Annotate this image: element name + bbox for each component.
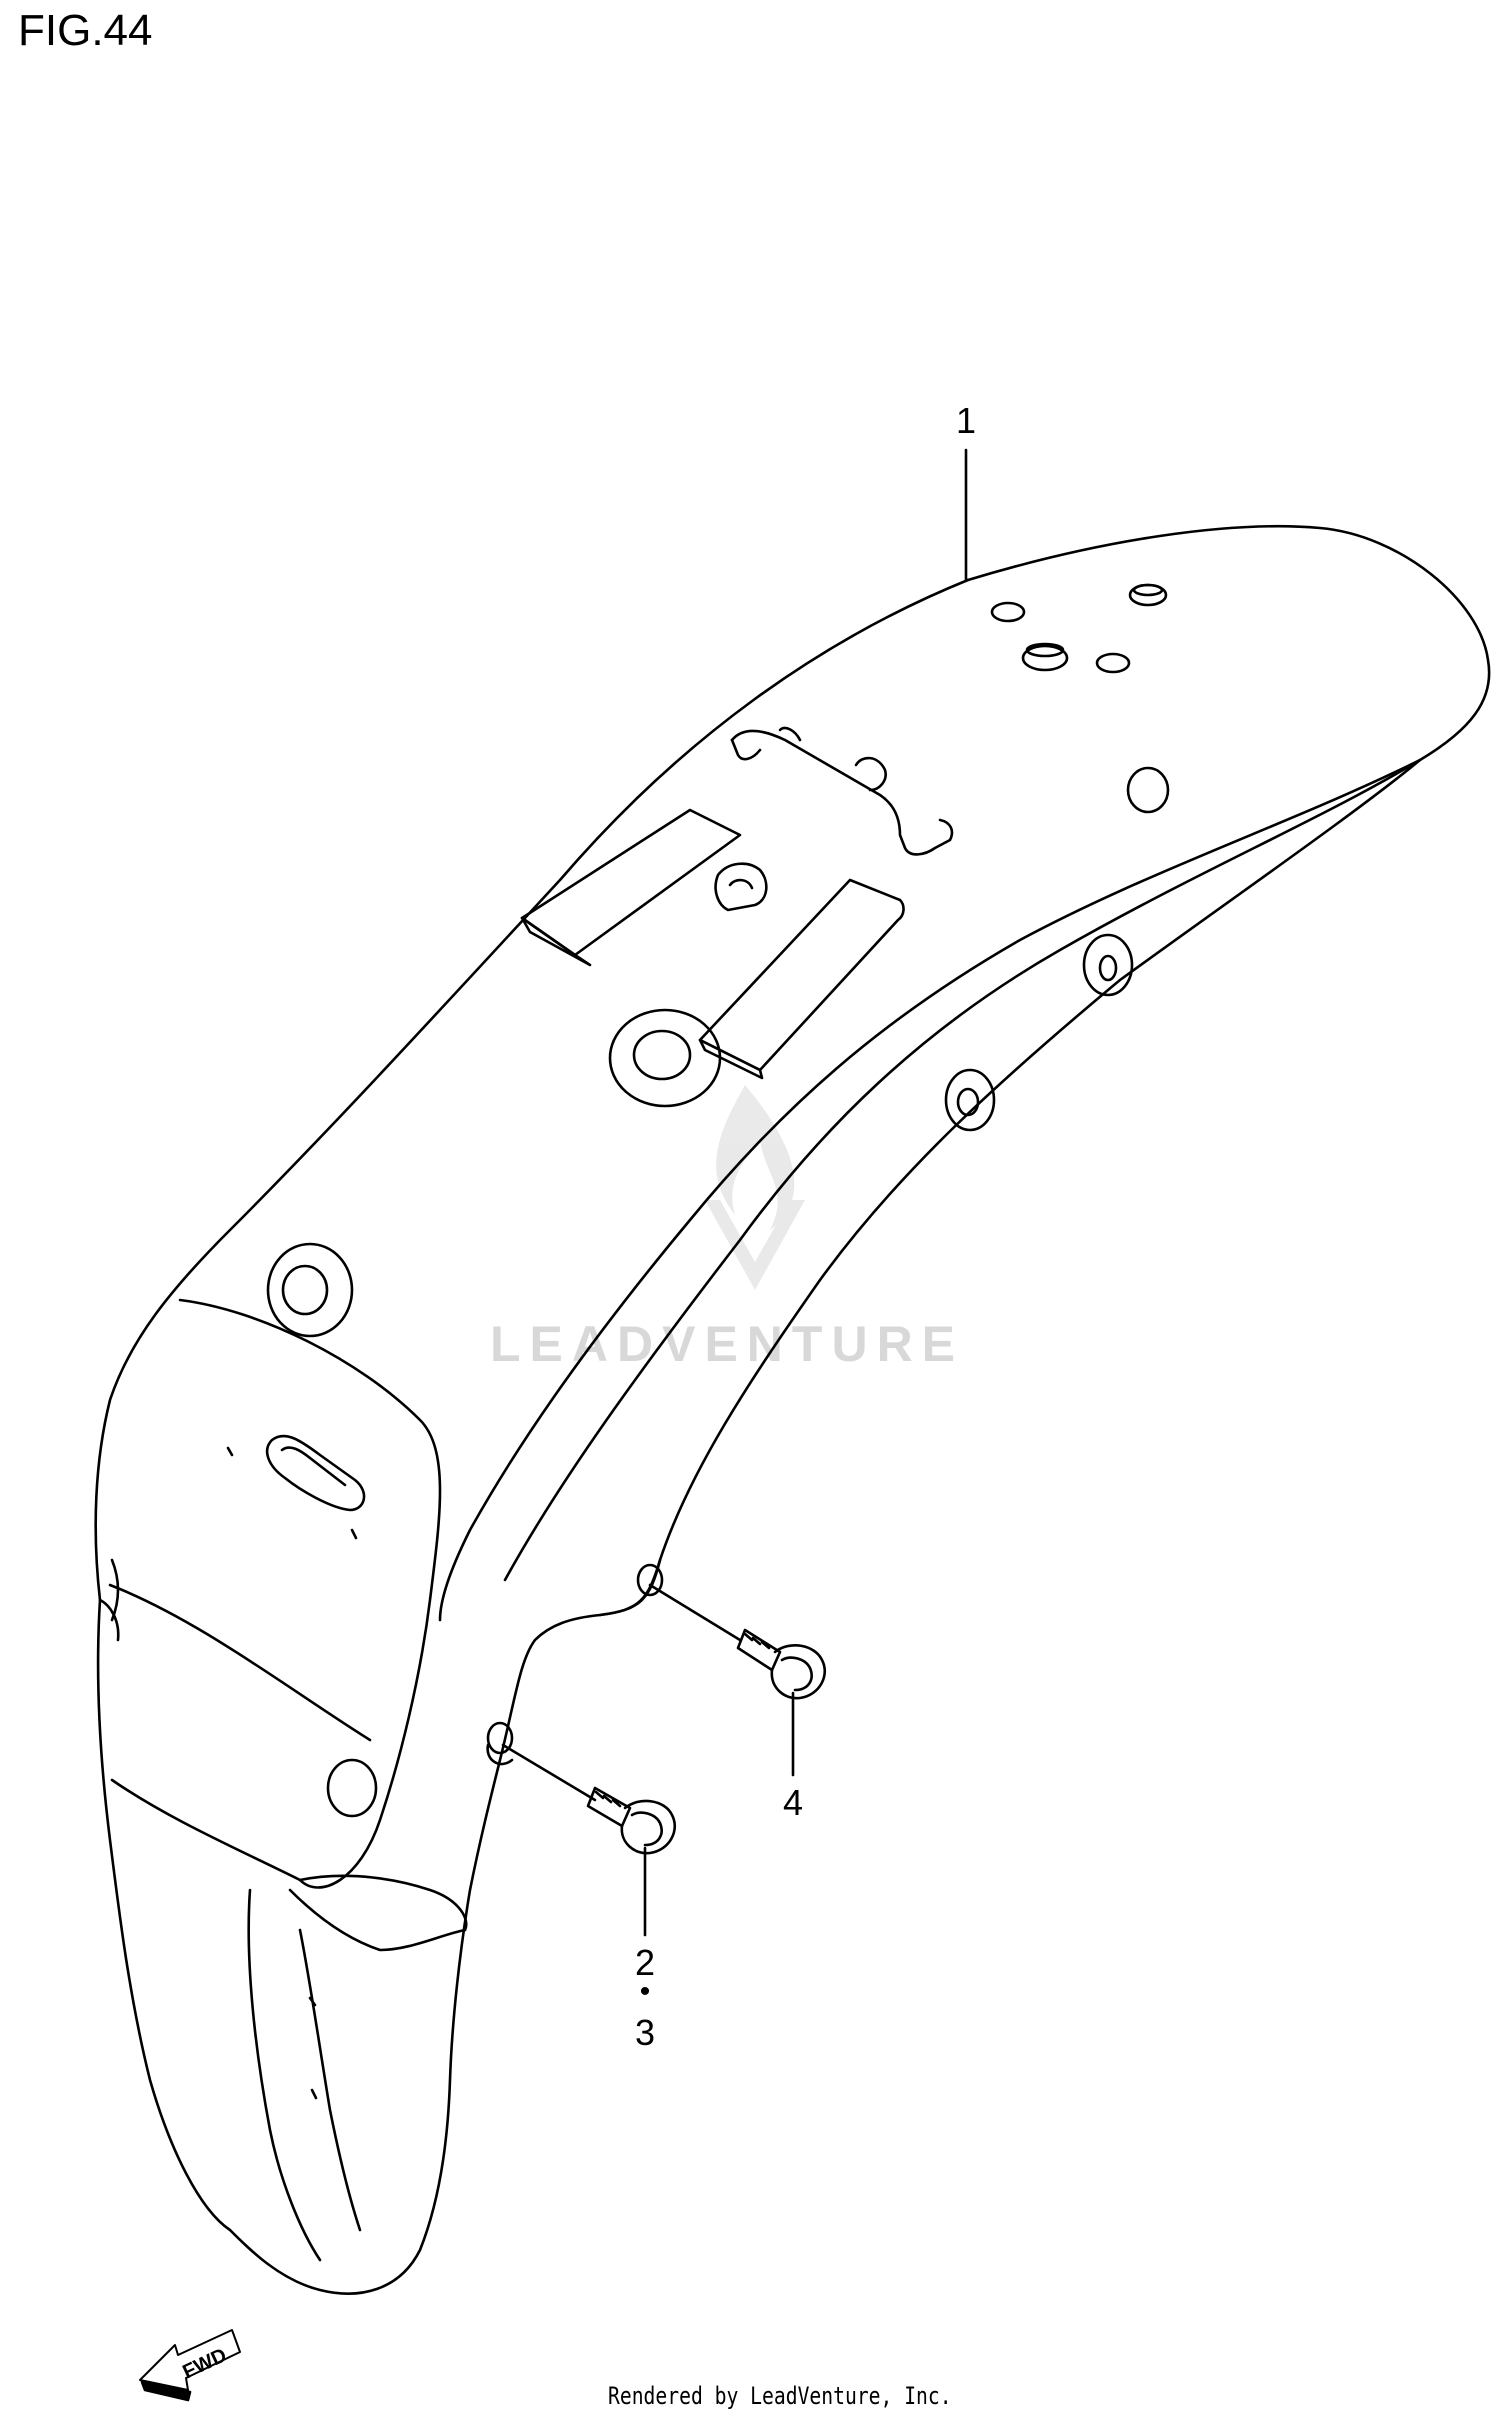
fwd-arrow-icon: FWD — [139, 2329, 241, 2402]
callout-2: 2 — [634, 1942, 656, 1983]
bolt-icon — [586, 1786, 677, 1855]
watermark-text: LEADVENTURE — [490, 1316, 965, 1372]
leader-line-2-horizontal — [501, 1743, 597, 1802]
leader-line-4-horizontal — [648, 1583, 742, 1642]
figure-title: FIG.44 — [18, 6, 153, 55]
callout-separator-dot: • — [639, 1975, 651, 2008]
callout-3: 3 — [634, 2012, 656, 2053]
bolt-icon — [736, 1628, 827, 1700]
callout-1: 1 — [955, 400, 977, 441]
callout-4: 4 — [782, 1782, 804, 1823]
footer-rendered-by: Rendered by LeadVenture, Inc. — [608, 2382, 952, 2410]
rear-fender-part — [94, 524, 1491, 2295]
watermark-logo-icon — [705, 1085, 805, 1290]
